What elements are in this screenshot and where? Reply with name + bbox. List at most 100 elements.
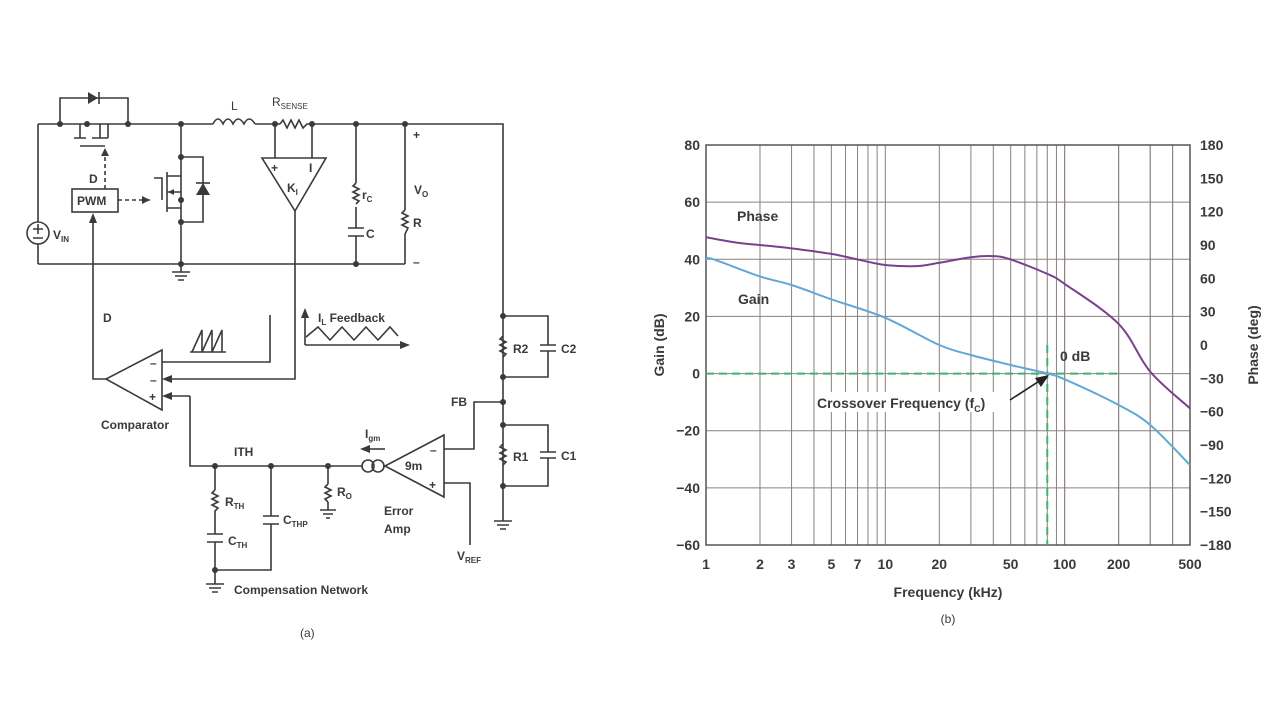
label-error-amp-1: Error xyxy=(384,504,414,518)
caption-b: (b) xyxy=(941,612,956,626)
rth-resistor-icon xyxy=(210,489,220,514)
label-ki: KI xyxy=(287,181,298,197)
y-tick-label: 80 xyxy=(684,137,700,153)
label-comp-minus-1: – xyxy=(150,356,157,370)
gain-series-label: Gain xyxy=(738,291,769,307)
y-tick-label: −20 xyxy=(676,423,700,439)
label-inductor: L xyxy=(231,99,238,113)
load-resistor-icon xyxy=(400,209,410,235)
r2-resistor-icon xyxy=(498,335,508,358)
y2-axis-label: Phase (deg) xyxy=(1245,305,1261,384)
x-axis-label: Frequency (kHz) xyxy=(894,584,1003,600)
label-error-amp-2: Amp xyxy=(384,522,411,536)
x-tick-label: 7 xyxy=(854,556,862,572)
label-duty-top: D xyxy=(89,172,98,186)
x-tick-label: 500 xyxy=(1178,556,1202,572)
label-ea-plus: + xyxy=(429,478,436,492)
grid-lines xyxy=(705,144,1191,546)
label-gm: 9m xyxy=(405,459,422,473)
label-r2: R2 xyxy=(513,342,529,356)
y2-tick-label: −120 xyxy=(1200,470,1232,486)
y2-tick-label: 30 xyxy=(1200,304,1216,320)
y2-tick-label: −60 xyxy=(1200,404,1224,420)
label-rsense: RSENSE xyxy=(272,95,308,111)
y-tick-label: 60 xyxy=(684,194,700,210)
freewheel-diode-icon xyxy=(196,182,210,195)
x-tick-label: 100 xyxy=(1053,556,1077,572)
label-rth: RTH xyxy=(225,495,245,511)
diode-top-icon xyxy=(88,92,100,104)
x-tick-label: 2 xyxy=(756,556,764,572)
wires xyxy=(37,97,549,584)
label-ki-minus: I xyxy=(309,161,312,175)
y2-tick-label: −180 xyxy=(1200,537,1232,553)
igm-arrow-icon xyxy=(360,445,385,453)
pwm-block xyxy=(71,188,119,213)
label-ki-plus: + xyxy=(271,161,278,175)
label-vref: VREF xyxy=(457,549,481,565)
pmos-switch-icon xyxy=(74,124,109,147)
comparator-icon xyxy=(104,348,163,412)
rc-resistor-icon xyxy=(351,182,361,205)
y-tick-label: 40 xyxy=(684,251,700,267)
x-tick-label: 1 xyxy=(702,556,710,572)
label-r1: R1 xyxy=(513,450,529,464)
y2-tick-label: 120 xyxy=(1200,204,1224,220)
gain-series-line xyxy=(705,257,1191,466)
vin-source-icon xyxy=(26,221,50,245)
c1-capacitor-icon xyxy=(540,451,556,459)
r1-resistor-icon xyxy=(498,443,508,466)
label-comparator: Comparator xyxy=(101,418,169,432)
label-ro: RO xyxy=(337,485,352,501)
y-axis-label: Gain (dB) xyxy=(651,314,667,377)
label-cthp: CTHP xyxy=(283,513,308,529)
label-vo: VO xyxy=(414,183,428,199)
c2-capacitor-icon xyxy=(540,344,556,352)
label-minus: – xyxy=(413,255,420,269)
label-fb: FB xyxy=(451,395,467,409)
x-tick-label: 10 xyxy=(878,556,894,572)
y-tick-label: −40 xyxy=(676,480,700,496)
series-lines xyxy=(705,236,1191,466)
label-vin: VIN xyxy=(53,228,69,244)
caption-a: (a) xyxy=(300,626,315,640)
nmos-switch-icon xyxy=(154,172,181,212)
capacitor-c-icon xyxy=(348,227,364,237)
ground-icon xyxy=(172,271,512,593)
label-rc: rC xyxy=(362,188,373,204)
cthp-capacitor-icon xyxy=(263,515,279,525)
phase-series-label: Phase xyxy=(737,208,778,224)
label-ith: ITH xyxy=(234,445,253,459)
label-pwm: PWM xyxy=(77,194,106,208)
current-source-icon xyxy=(361,459,385,473)
label-r: R xyxy=(413,216,422,230)
label-c1: C1 xyxy=(561,449,577,463)
y2-tick-label: −30 xyxy=(1200,370,1224,386)
il-feedback-waveform-icon xyxy=(301,308,410,349)
label-igm: Igm xyxy=(365,427,380,443)
sawtooth-waveform-icon xyxy=(190,329,226,353)
label-il-feedback: IL Feedback xyxy=(318,311,385,327)
cth-capacitor-icon xyxy=(207,533,223,543)
inductor-icon xyxy=(212,118,256,126)
ro-resistor-icon xyxy=(323,483,333,503)
error-amp-icon xyxy=(383,433,445,499)
crossover-guides xyxy=(706,345,1119,545)
junction-dots xyxy=(57,121,506,573)
y-tick-label: −60 xyxy=(676,537,700,553)
phase-series-line xyxy=(705,236,1191,410)
label-ea-minus: – xyxy=(430,443,437,457)
x-tick-label: 3 xyxy=(788,556,796,572)
y2-tick-label: 0 xyxy=(1200,337,1208,353)
label-plus: + xyxy=(413,128,420,142)
y2-tick-label: 150 xyxy=(1200,170,1224,186)
ki-amplifier-icon xyxy=(260,157,328,213)
circuit-diagram: L RSENSE KI + I rC C VO R + – VIN PWM D … xyxy=(26,92,577,640)
y2-tick-label: 180 xyxy=(1200,137,1224,153)
label-cth: CTH xyxy=(228,534,248,550)
zero-db-label: 0 dB xyxy=(1060,348,1090,364)
label-duty-left: D xyxy=(103,311,112,325)
label-compensation-network: Compensation Network xyxy=(234,583,368,597)
plot-frame xyxy=(705,144,1191,546)
